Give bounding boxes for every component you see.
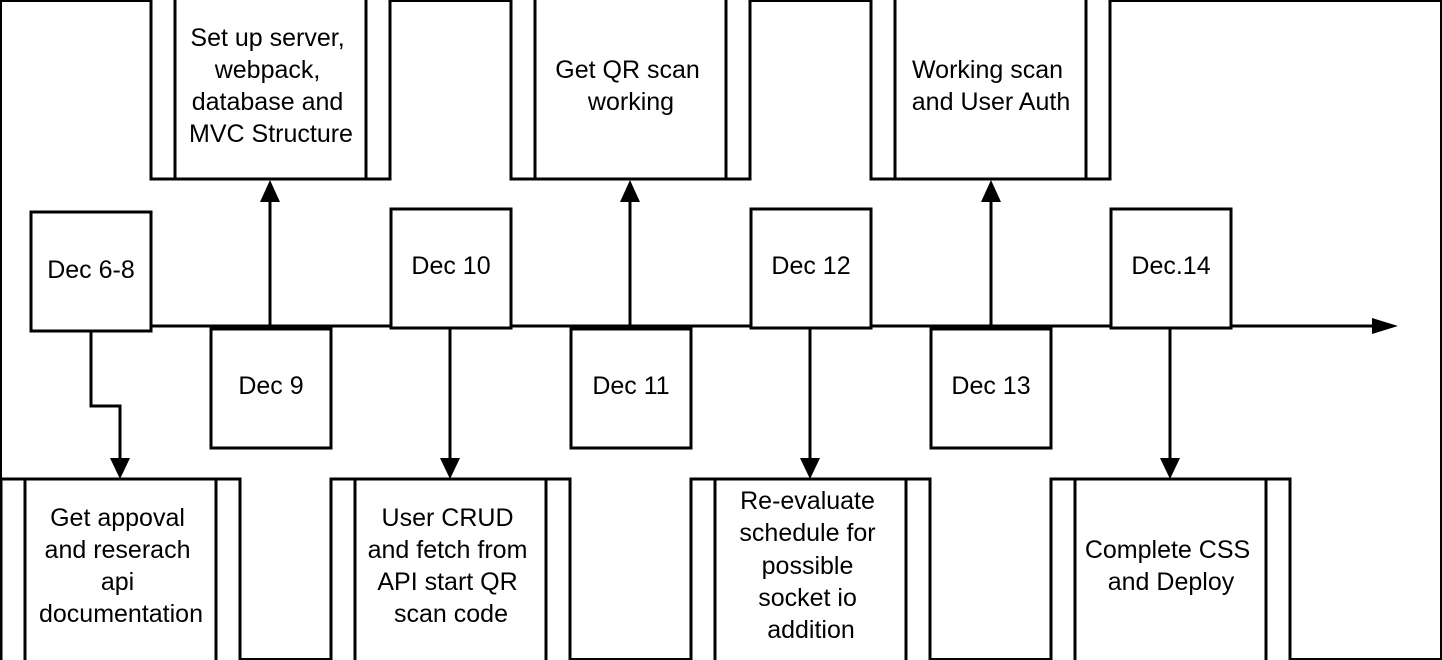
task-box-user-crud <box>329 477 572 660</box>
connectors <box>89 180 1180 479</box>
task-box-approval-research <box>0 477 242 660</box>
date-label-dec-13: Dec 13 <box>951 372 1030 400</box>
date-box-dec-6-8 <box>29 210 153 333</box>
task-box-qr-scan <box>509 0 752 181</box>
date-label-dec-10: Dec 10 <box>411 252 490 280</box>
date-label-dec-14: Dec.14 <box>1131 252 1210 280</box>
task-box-working-scan-auth <box>869 0 1112 181</box>
task-box-re-evaluate <box>689 477 932 660</box>
date-label-dec-9: Dec 9 <box>238 372 303 400</box>
date-label-dec-6-8: Dec 6-8 <box>47 256 135 284</box>
task-boxes <box>0 0 1292 660</box>
date-box-dec-11 <box>569 327 693 450</box>
date-box-dec-9 <box>209 327 333 450</box>
date-boxes <box>29 207 1233 450</box>
date-box-dec-14 <box>1109 207 1233 330</box>
connector-arrowhead-dec-10 <box>440 458 460 479</box>
task-label-css-deploy: Complete CSS and Deploy <box>1085 536 1257 596</box>
connector-arrowhead-dec-12 <box>800 458 820 479</box>
connector-arrowhead-dec-14 <box>1160 458 1180 479</box>
connector-dec-6-8 <box>89 332 122 462</box>
connector-arrowhead-dec-6-8 <box>110 458 130 479</box>
task-box-setup-server <box>149 0 392 181</box>
task-label-re-evaluate: Re-evaluate schedule for possible socket… <box>739 487 882 644</box>
date-label-dec-12: Dec 12 <box>771 252 850 280</box>
date-box-dec-12 <box>749 207 873 330</box>
date-box-dec-10 <box>389 207 513 330</box>
task-label-qr-scan: Get QR scan working <box>555 56 706 116</box>
task-label-working-scan-auth: Working scan and User Auth <box>912 56 1070 116</box>
connector-arrowhead-dec-13 <box>981 180 1001 202</box>
task-label-approval-research: Get appoval and reserach api documentati… <box>39 504 203 628</box>
date-label-dec-11: Dec 11 <box>592 372 669 400</box>
date-box-dec-13 <box>929 327 1053 450</box>
timeline-arrowhead <box>1372 318 1398 334</box>
connector-arrowhead-dec-11 <box>620 180 640 202</box>
task-label-user-crud: User CRUD and fetch from API start QR sc… <box>368 504 535 628</box>
task-label-setup-server: Set up server, webpack, database and MVC… <box>189 24 353 148</box>
connector-arrowhead-dec-9 <box>260 180 280 202</box>
task-box-css-deploy <box>1049 477 1292 660</box>
